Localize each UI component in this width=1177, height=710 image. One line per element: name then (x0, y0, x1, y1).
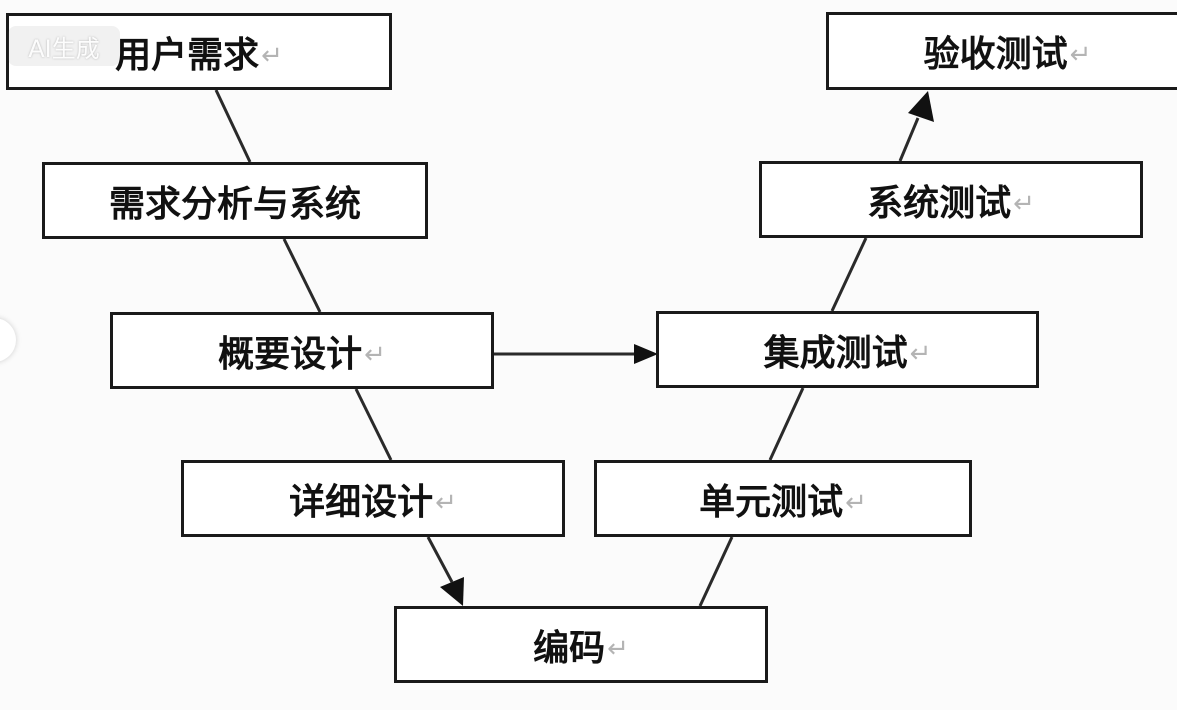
return-mark-icon: ↵ (845, 487, 867, 518)
box-acceptance-testing-label: 验收测试 (923, 34, 1068, 75)
box-user-requirements: 用户需求↵ (6, 13, 392, 90)
connector-integ-to-system (830, 237, 868, 312)
connector-unit-to-integ (768, 387, 805, 461)
box-integration-testing-label: 集成测试 (763, 332, 908, 374)
arrowhead-to-acceptance (908, 91, 934, 122)
box-unit-testing-label: 单元测试 (699, 481, 844, 523)
box-system-testing: 系统测试↵ (759, 161, 1143, 238)
arrowhead-to-integration (634, 344, 658, 364)
connector-user-to-analysis (214, 89, 252, 163)
box-coding: 编码↵ (394, 606, 768, 683)
box-requirements-analysis: 需求分析与系统 (42, 162, 428, 239)
box-acceptance-testing: 验收测试↵ (826, 12, 1177, 90)
box-system-testing-label: 系统测试 (867, 182, 1012, 224)
return-mark-icon: ↵ (1069, 40, 1092, 70)
return-mark-icon: ↵ (1013, 188, 1035, 219)
box-preliminary-design: 概要设计↵ (110, 312, 494, 389)
connector-prelim-to-detail (354, 388, 393, 461)
box-coding-label: 编码 (533, 627, 606, 669)
connector-analysis-to-prelim (282, 238, 322, 313)
connector-detail-to-coding (426, 536, 454, 583)
box-preliminary-design-label: 概要设计 (218, 333, 363, 375)
box-integration-testing: 集成测试↵ (656, 311, 1039, 388)
side-expand-handle[interactable] (0, 318, 16, 362)
box-detailed-design-label: 详细设计 (289, 481, 434, 523)
return-mark-icon: ↵ (435, 487, 457, 518)
connector-system-to-accept (898, 117, 920, 162)
return-mark-icon: ↵ (909, 338, 932, 369)
return-mark-icon: ↵ (364, 339, 386, 370)
box-detailed-design: 详细设计↵ (181, 460, 565, 537)
box-user-requirements-label: 用户需求 (115, 34, 260, 76)
connector-coding-to-unit (698, 536, 734, 607)
box-unit-testing: 单元测试↵ (594, 460, 972, 537)
watermark-label: AI生成 (28, 34, 100, 63)
box-requirements-analysis-label: 需求分析与系统 (108, 183, 361, 225)
return-mark-icon: ↵ (261, 40, 283, 71)
arrowhead-to-coding (440, 577, 464, 606)
ai-generated-watermark: AI生成 (8, 26, 120, 66)
return-mark-icon: ↵ (607, 633, 629, 664)
